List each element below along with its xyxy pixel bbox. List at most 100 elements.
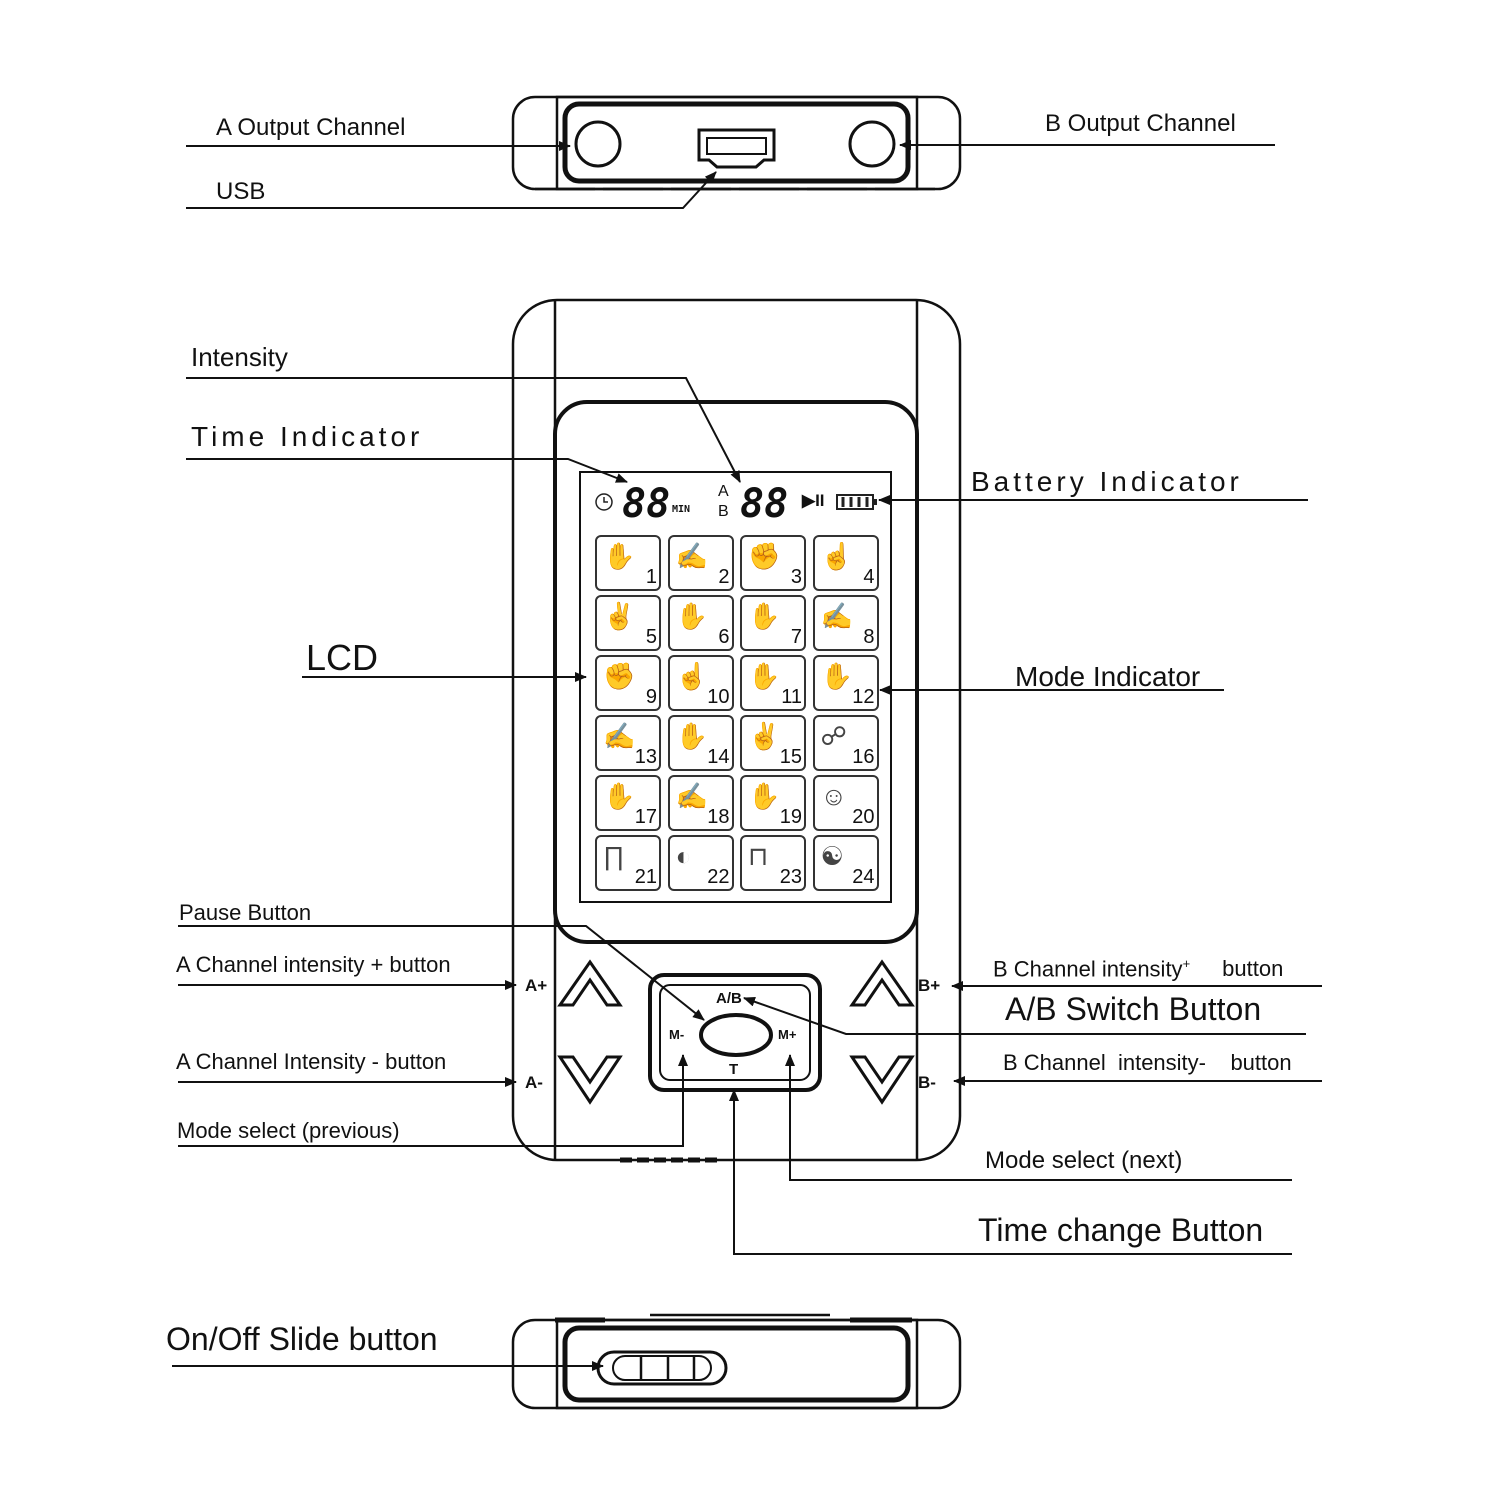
mode-number: 8 <box>863 626 875 648</box>
mode-icon: ☝ <box>820 541 853 571</box>
mode-cell: ⊓ 23 <box>740 835 806 891</box>
a-minus-arrow <box>557 1055 623 1105</box>
mode-number: 4 <box>863 566 875 588</box>
mode-number: 11 <box>781 686 802 708</box>
label-mode-prev: Mode select (previous) <box>177 1118 400 1143</box>
mode-cell: ✌5 <box>595 595 661 651</box>
mode-number: 20 <box>852 806 875 828</box>
mode-cell: ✍18 <box>667 775 734 831</box>
mode-cell: ✋17 <box>595 775 661 831</box>
mode-icon: ✍ <box>675 541 708 571</box>
label-ab-switch: A/B Switch Button <box>1005 991 1262 1027</box>
mode-cell: ☯24 <box>812 835 879 891</box>
b-plus-button[interactable]: B+ <box>918 976 941 995</box>
mode-icon: ⊓ <box>748 841 769 871</box>
b-minus-button[interactable]: B- <box>918 1073 936 1092</box>
mode-next-button[interactable]: M+ <box>778 1027 797 1042</box>
label-lcd: LCD <box>306 637 379 678</box>
label-mode-next: Mode select (next) <box>985 1147 1183 1174</box>
pause-button-shape <box>699 1013 773 1057</box>
mode-number: 18 <box>707 806 730 828</box>
mode-icon: ✌ <box>748 721 781 751</box>
a-plus-button[interactable]: A+ <box>525 976 548 995</box>
mode-icon: ✍ <box>820 601 853 631</box>
mode-cell: ☍16 <box>812 715 879 771</box>
mode-number: 23 <box>779 866 802 888</box>
mode-number: 21 <box>634 866 657 888</box>
mode-cell: ✋14 <box>667 715 734 771</box>
mode-number: 10 <box>707 686 730 708</box>
mode-number: 15 <box>779 746 802 768</box>
ab-switch-button[interactable]: A/B <box>716 990 742 1007</box>
mode-number: 12 <box>852 686 875 708</box>
label-b-minus: B Channel intensity- button <box>1003 1050 1292 1075</box>
lcd-channel-b: B <box>718 503 729 520</box>
time-unit: MIN <box>672 504 691 515</box>
label-a-plus: A Channel intensity + button <box>176 952 451 977</box>
mode-icon: ☯ <box>820 841 844 871</box>
label-a-output: A Output Channel <box>216 114 406 141</box>
b-plus-arrow <box>849 959 915 1007</box>
label-intensity: Intensity <box>191 342 288 372</box>
label-pause-button: Pause Button <box>179 900 312 925</box>
mode-icon: ✋ <box>675 721 708 751</box>
label-time-indicator: Time Indicator <box>191 421 424 452</box>
mode-icon: ☍ <box>820 721 847 751</box>
label-a-minus: A Channel Intensity - button <box>176 1049 447 1074</box>
mode-cell: ✋11 <box>740 655 806 711</box>
a-output-jack <box>574 120 622 168</box>
b-output-jack <box>848 120 896 168</box>
mode-number: 1 <box>645 566 657 588</box>
mode-icon: ∏ <box>603 841 625 871</box>
time-change-button[interactable]: T <box>729 1061 739 1078</box>
mode-number: 5 <box>645 626 657 648</box>
mode-cell: ☺20 <box>812 775 879 831</box>
mode-number: 2 <box>718 566 730 588</box>
mode-icon: ✋ <box>820 661 853 691</box>
mode-cell: ✋19 <box>740 775 806 831</box>
mode-cell: ☝10 <box>667 655 734 711</box>
time-digits: 88 <box>622 481 671 527</box>
label-b-plus-sup: + <box>1182 956 1191 971</box>
mode-number: 17 <box>634 806 657 828</box>
b-minus-arrow <box>849 1055 915 1105</box>
lcd-channel-a: A <box>718 483 729 500</box>
mode-number: 14 <box>707 746 730 768</box>
mode-icon: ✊ <box>603 661 636 691</box>
mode-number: 7 <box>790 626 802 648</box>
play-pause-icon: ▶II <box>802 491 825 510</box>
leader-lines <box>172 140 1322 1371</box>
mode-cell: ✋1 <box>595 535 661 591</box>
mode-cell: ✋6 <box>667 595 734 651</box>
mode-icon: ✋ <box>603 781 636 811</box>
clock-icon <box>595 493 613 511</box>
intensity-digits: 88 <box>740 481 789 527</box>
mode-number: 19 <box>779 806 802 828</box>
mode-prev-button[interactable]: M- <box>669 1027 685 1042</box>
mode-icon: ✍ <box>675 781 708 811</box>
mode-icon: ☝ <box>675 661 708 691</box>
bottom-view <box>511 1313 962 1410</box>
label-battery-indicator: Battery Indicator <box>971 466 1243 497</box>
mode-icon: ✍ <box>603 721 636 751</box>
mode-cell: ☝4 <box>812 535 879 591</box>
label-b-output: B Output Channel <box>1045 110 1236 137</box>
mode-cell: ✋7 <box>740 595 806 651</box>
battery-icon <box>836 494 877 510</box>
mode-icon: ◐ <box>675 841 692 871</box>
mode-icon: ✋ <box>748 661 781 691</box>
a-minus-button[interactable]: A- <box>525 1073 543 1092</box>
label-b-plus: B Channel intensity+button <box>993 957 1283 980</box>
label-usb: USB <box>216 178 266 205</box>
mode-number: 6 <box>718 626 730 648</box>
front-view <box>511 298 962 1163</box>
mode-cell: ✊9 <box>595 655 661 711</box>
a-plus-arrow <box>557 959 623 1007</box>
mode-icon: ☺ <box>820 781 848 811</box>
mode-icon: ✋ <box>748 781 781 811</box>
mode-number: 9 <box>645 686 657 708</box>
mode-cell: ∏ 21 <box>595 835 661 891</box>
mode-number: 13 <box>634 746 657 768</box>
